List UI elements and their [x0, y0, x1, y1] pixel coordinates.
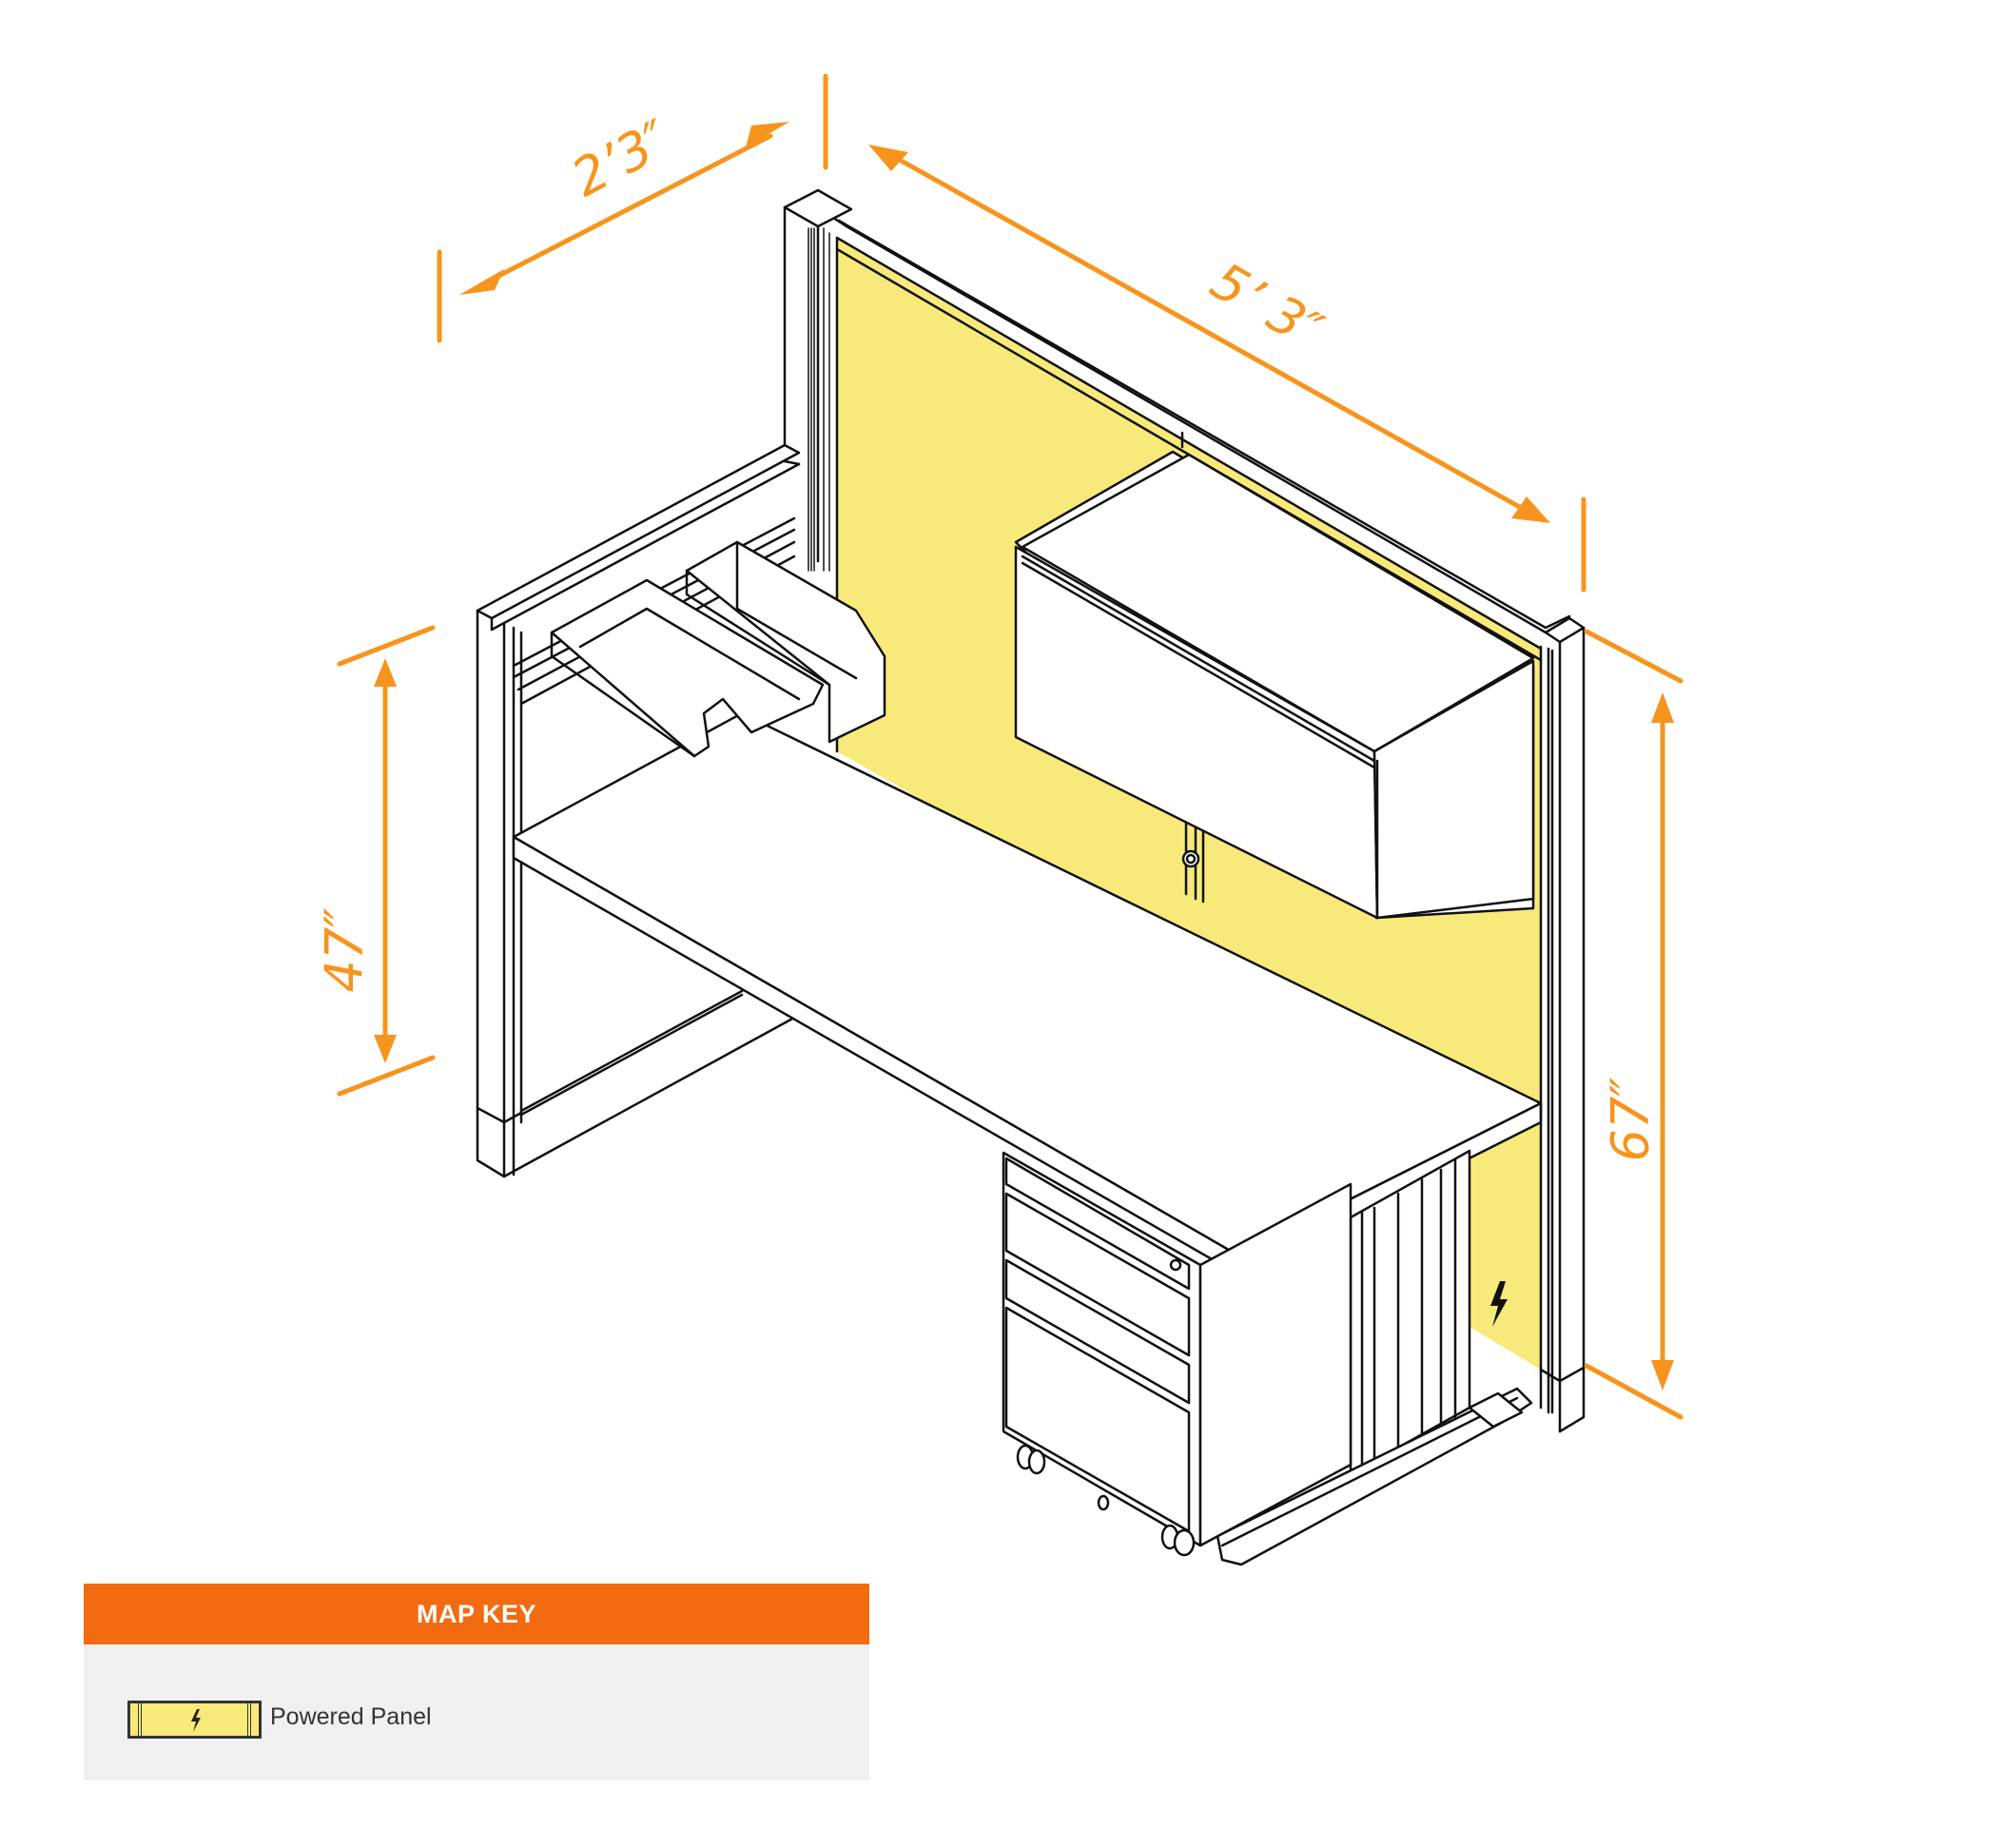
right-end-post	[1539, 616, 1586, 1433]
dimension-panel-height-label: 67″	[1600, 1077, 1661, 1162]
map-key: MAP KEY Powered Panel	[84, 1584, 869, 1780]
mobile-pedestal	[1002, 1151, 1353, 1557]
dimension-worksurface-height	[337, 625, 436, 1097]
overhead-storage-cabinet	[1014, 450, 1535, 920]
letter-trays	[550, 540, 886, 758]
end-leg-support	[1216, 1149, 1533, 1566]
powered-panel-swatch	[127, 1701, 262, 1739]
map-key-body: Powered Panel	[84, 1644, 869, 1780]
map-key-title: MAP KEY	[84, 1584, 869, 1644]
back-left-post	[783, 188, 853, 753]
dimension-worksurface-height-label: 47″	[314, 907, 375, 993]
lightning-bolt-icon	[1490, 1281, 1508, 1327]
dimension-width	[868, 145, 1684, 684]
side-panel	[476, 443, 801, 1178]
powered-panel-label: Powered Panel	[270, 1703, 432, 1730]
dimension-depth	[437, 73, 828, 343]
worksurface	[512, 711, 1543, 1276]
lightning-bolt-icon	[191, 1709, 201, 1732]
dimension-panel-height	[1584, 692, 1684, 1420]
